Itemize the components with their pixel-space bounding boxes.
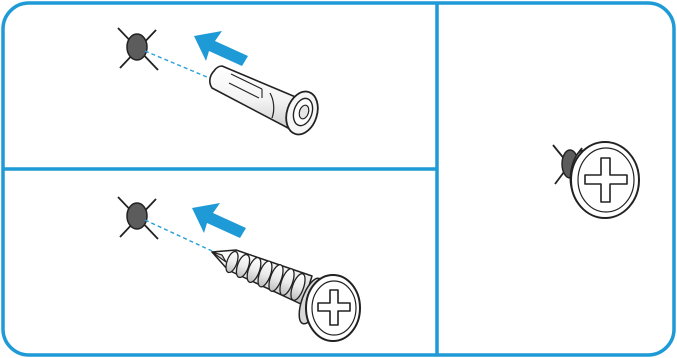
arrow-icon: [194, 31, 248, 66]
panel-insert-anchor: [117, 27, 319, 136]
wall-hole-icon: [117, 27, 159, 71]
screw-head-icon: [569, 141, 640, 219]
screw-icon: [211, 249, 361, 342]
panel-screw-installed: [552, 141, 640, 219]
guide-line: [144, 50, 215, 81]
panel-drive-screw: [117, 196, 361, 342]
wall-plug-icon: [209, 65, 319, 136]
wall-hole-icon: [117, 196, 159, 240]
guide-line: [144, 219, 213, 252]
arrow-icon: [192, 203, 246, 238]
